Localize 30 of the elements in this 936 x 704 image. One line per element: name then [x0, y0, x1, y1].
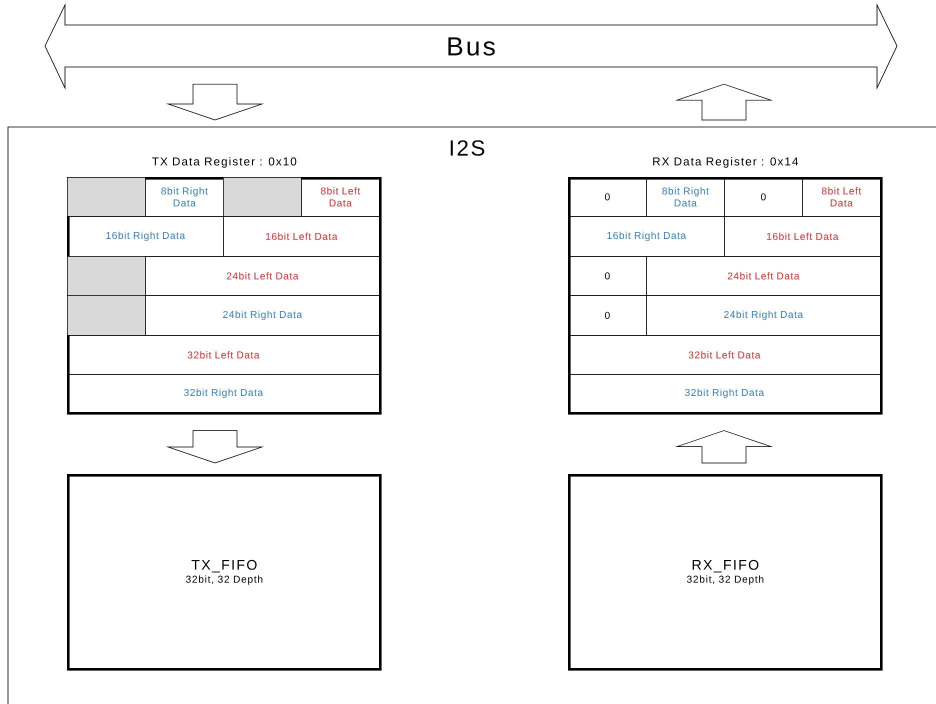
fifo-box: RX_FIFO 32bit, 32 Depth	[568, 474, 883, 671]
table-cell: 8bit Left Data	[301, 177, 380, 217]
table-cell: 16bit Left Data	[724, 216, 881, 257]
table-cell: 0	[568, 295, 647, 336]
table-cell: 32bit Left Data	[568, 335, 881, 375]
table-cell: 8bit Left Data	[802, 177, 881, 217]
table-cell: 16bit Left Data	[223, 216, 380, 257]
table-cell: 24bit Right Data	[646, 295, 881, 336]
table-cell: 24bit Right Data	[145, 295, 380, 336]
table-cell: 24bit Left Data	[145, 256, 380, 296]
table-cell	[223, 177, 302, 217]
table-cell: 0	[724, 177, 803, 217]
table-cell	[67, 295, 146, 336]
table-cell: 32bit Left Data	[67, 335, 380, 375]
table-cell: 0	[568, 177, 647, 217]
table-cell: 8bit Right Data	[646, 177, 725, 217]
block-arrow	[166, 84, 264, 120]
table-cell: 32bit Right Data	[67, 374, 380, 413]
table-cell: 24bit Left Data	[646, 256, 881, 296]
register-title: RX Data Register : 0x14	[653, 157, 798, 168]
table-cell: 16bit Right Data	[568, 216, 725, 257]
register-title: TX Data Register : 0x10	[152, 157, 296, 168]
block-arrow	[674, 84, 774, 120]
table-cell: 0	[568, 256, 647, 296]
block-arrow	[674, 430, 774, 464]
table-cell	[67, 256, 146, 296]
fifo-box: TX_FIFO 32bit, 32 Depth	[67, 474, 382, 671]
table-cell: 32bit Right Data	[568, 374, 881, 413]
block-arrow	[166, 430, 264, 464]
table-cell	[67, 177, 146, 217]
